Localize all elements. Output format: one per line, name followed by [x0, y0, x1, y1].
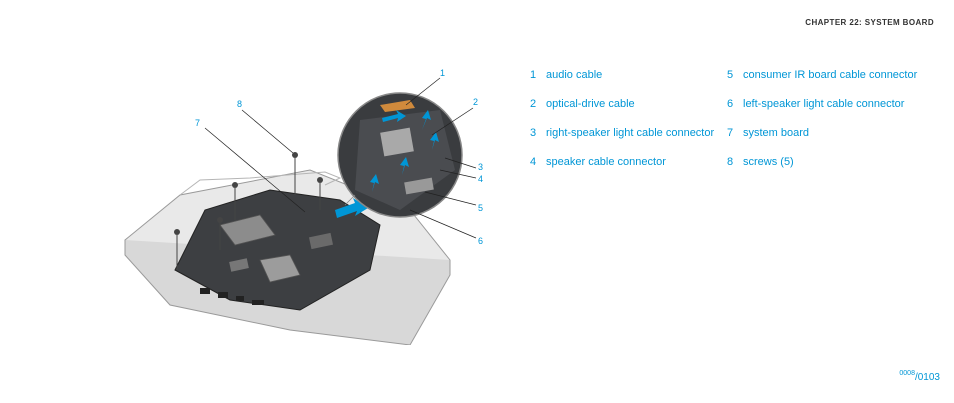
- legend-label: system board: [743, 127, 810, 139]
- callout-6: 6: [478, 236, 484, 246]
- callout-4: 4: [478, 174, 484, 184]
- legend-number: 8: [727, 156, 734, 168]
- callout-2: 2: [473, 97, 479, 107]
- legend-number: 6: [727, 98, 734, 110]
- legend-number: 4: [530, 156, 537, 168]
- legend-number: 7: [727, 127, 734, 139]
- legend-label: speaker cable connector: [546, 156, 666, 168]
- legend-label: audio cable: [546, 69, 603, 81]
- legend-label: right-speaker light cable connector: [546, 127, 715, 139]
- callout-3: 3: [478, 162, 484, 172]
- laptop-drawing: [124, 77, 477, 346]
- legend-label: screws (5): [743, 156, 794, 168]
- legend-label: left-speaker light cable connector: [743, 98, 905, 110]
- legend-number: 2: [530, 98, 537, 110]
- callout-8: 8: [237, 99, 243, 109]
- legend-number: 5: [727, 69, 734, 81]
- callout-1: 1: [440, 68, 446, 78]
- callout-5: 5: [478, 203, 484, 213]
- system-board-illustration: 1 2 3 4 5 6 7 8: [110, 60, 500, 346]
- chapter-heading: CHAPTER 22: SYSTEM BOARD: [805, 18, 934, 27]
- legend-label: optical-drive cable: [546, 98, 635, 110]
- legend-number: 1: [530, 69, 537, 81]
- legend-label: consumer IR board cable connector: [743, 69, 918, 81]
- page-number-superscript: 0008: [899, 370, 915, 377]
- page-number: 0008/0103: [899, 370, 940, 383]
- callout-7: 7: [195, 118, 201, 128]
- legend-number: 3: [530, 127, 537, 139]
- page-number-main: 0103: [917, 372, 940, 383]
